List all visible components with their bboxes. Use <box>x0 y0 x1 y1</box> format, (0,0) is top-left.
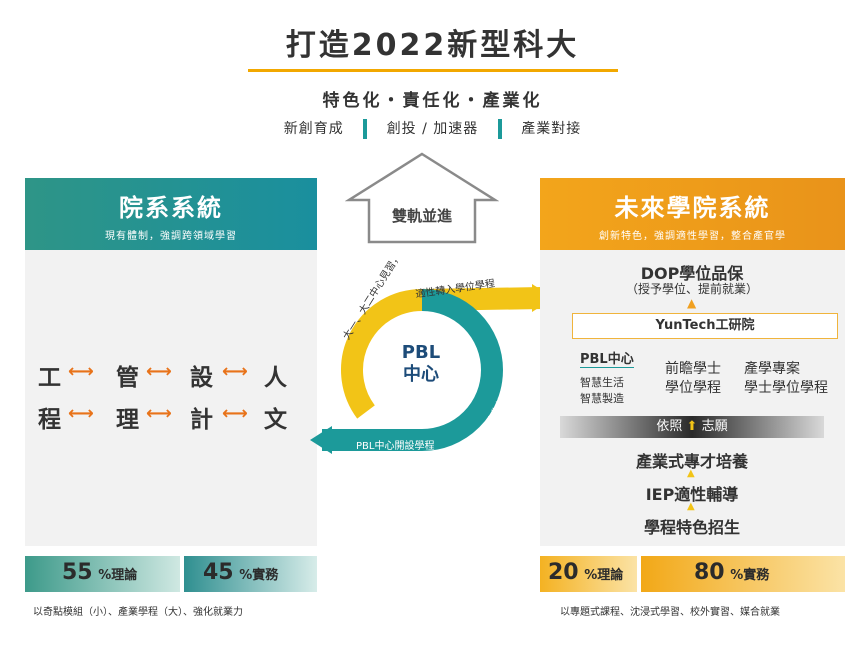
up-arrow-icon: ▲ <box>687 468 695 479</box>
theory-ratio-label: 55 %理論 <box>62 560 137 585</box>
field-label: 程 <box>38 407 61 433</box>
theory-text: %理論 <box>584 568 624 583</box>
practice-ratio-label: 80 %實務 <box>694 560 769 585</box>
theory-ratio-bar <box>540 556 637 592</box>
follow-preference-bar: 依照 ⬆ 志願 <box>560 416 824 438</box>
arrow-bottom-text-a: PBL中心開設學程 <box>356 441 435 452</box>
theory-text: %理論 <box>98 568 138 583</box>
double-arrow-icon: ⟷ <box>222 403 248 424</box>
dop-title: DOP學位品保 <box>640 264 744 283</box>
page-title: 打造2022新型科大 <box>285 28 580 63</box>
future-college-title: 未來學院系統 <box>614 194 771 222</box>
tagline-separator <box>497 119 502 139</box>
step-label: IEP適性輔導 <box>645 485 739 504</box>
double-arrow-icon: ⟷ <box>146 361 172 382</box>
future-college-header: 未來學院系統 創新特色，強調適性學習，整合產官學 <box>540 178 845 250</box>
double-arrow-icon: ⟷ <box>68 361 94 382</box>
yuntech-box: YunTech工研院 <box>572 313 838 339</box>
theory-ratio-bar <box>25 556 180 592</box>
tagline-row: 新創育成 創投 / 加速器 產業對接 <box>0 118 865 139</box>
future-college-subtitle: 創新特色，強調適性學習，整合產官學 <box>599 231 786 242</box>
field-label: 計 <box>190 407 213 433</box>
pbl-center-circle <box>383 330 459 406</box>
college-system-header: 院系系統 現有體制，強調跨領域學習 <box>25 178 317 250</box>
double-arrow-icon: ⟷ <box>146 403 172 424</box>
theory-percent: 55 <box>62 560 93 585</box>
practice-ratio-label: 45 %實務 <box>203 560 278 585</box>
pbl-center-heading: PBL中心 <box>580 348 634 368</box>
field-label: 工 <box>38 365 61 391</box>
step-label: 產業式專才培養 <box>635 452 748 471</box>
tagline-item: 新創育成 <box>283 121 344 137</box>
future-college-note: 以專題式課程、沈浸式學習、校外實習、媒合就業 <box>560 607 780 618</box>
house-arrow-icon <box>345 152 499 244</box>
pbl-item: 智慧生活 <box>580 376 624 389</box>
pbl-center-label: PBL 中心 <box>401 342 441 385</box>
theory-ratio-label: 20 %理論 <box>548 560 623 585</box>
practice-ratio-bar <box>641 556 845 592</box>
title-underline <box>248 69 618 72</box>
up-arrow-icon: ⬆ <box>686 419 698 434</box>
practice-percent: 45 <box>203 560 234 585</box>
field-label: 管 <box>116 365 139 391</box>
practice-text: %實務 <box>730 568 770 583</box>
dual-track-label: 雙軌並進 <box>391 207 452 225</box>
program-line: 前瞻學士 <box>665 361 721 377</box>
up-arrow-icon: ▲ <box>687 501 695 512</box>
college-system-subtitle: 現有體制，強調跨領域學習 <box>105 231 237 242</box>
up-arrow-icon: ▲ <box>687 296 697 310</box>
double-arrow-icon: ⟷ <box>68 403 94 424</box>
college-system-note: 以奇點模組（小）、產業學程（大）、強化就業力 <box>33 607 243 618</box>
arrow-left-icon <box>310 426 332 454</box>
field-label: 人 <box>264 365 287 391</box>
step-label: 學程特色招生 <box>643 518 740 537</box>
tagline-item: 創投 / 加速器 <box>386 121 479 137</box>
practice-percent: 80 <box>694 560 725 585</box>
double-arrow-icon: ⟷ <box>222 361 248 382</box>
practice-ratio-bar <box>184 556 317 592</box>
program-line: 產學專案 <box>744 361 800 377</box>
field-label: 理 <box>116 407 139 433</box>
program-line: 學位學程 <box>665 380 721 396</box>
tagline-separator <box>363 119 368 139</box>
college-system-title: 院系系統 <box>119 194 223 222</box>
tagline-item: 產業對接 <box>521 121 582 137</box>
field-label: 文 <box>264 407 287 433</box>
pbl-item: 智慧製造 <box>580 392 624 405</box>
practice-text: %實務 <box>239 568 279 583</box>
theory-percent: 20 <box>548 560 579 585</box>
field-label: 設 <box>190 365 213 391</box>
program-line: 學士學位學程 <box>744 380 828 396</box>
dop-subtitle: （授予學位、提前就業） <box>625 282 758 296</box>
page-subtitle: 特色化・責任化・產業化 <box>322 91 543 111</box>
